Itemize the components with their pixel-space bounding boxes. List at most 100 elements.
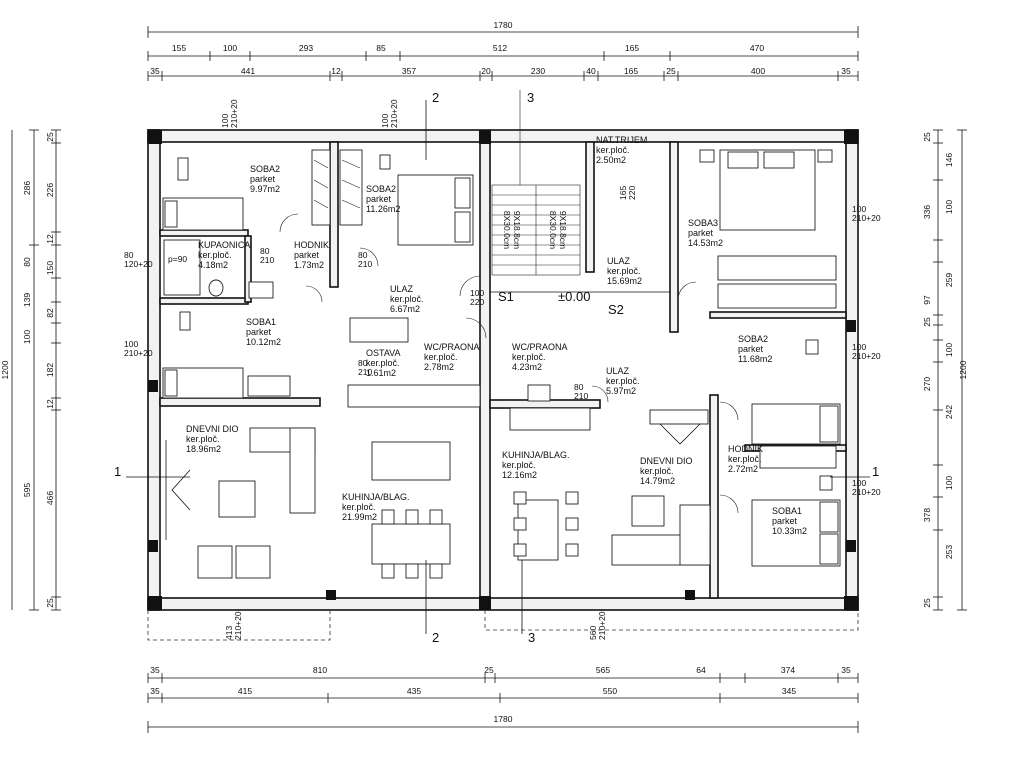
kitchen-island [371,441,451,481]
svg-text:ker.ploč.: ker.ploč. [640,466,674,476]
door-terrace-right: 560210+20 [588,611,607,640]
left-inner-11: 466 [45,491,55,505]
room-dnevni-right: DNEVNI DIO ker.ploč. 14.79m2 [640,456,693,486]
svg-text:ker.ploč.: ker.ploč. [512,352,546,362]
room-dnevni-left: DNEVNI DIO ker.ploč. 18.96m2 [186,424,239,454]
bottom-dim-5: 64 [696,665,706,675]
room-nat-trijem: NAT.TRIJEM ker.ploč. 2.50m2 [596,135,647,165]
svg-text:21.99m2: 21.99m2 [342,512,377,522]
svg-text:ULAZ: ULAZ [606,366,630,376]
room-wc-right: WC/PRAONA ker.ploč. 4.23m2 [512,342,568,372]
svg-text:10.12m2: 10.12m2 [246,337,281,347]
svg-text:2.50m2: 2.50m2 [596,155,626,165]
room-labels: SOBA2 parket 9.97m2 SOBA2 parket 11.26m2… [186,135,807,536]
bottom-dim-1: 35 [150,665,160,675]
bottom-dim2-2: 415 [238,686,252,696]
svg-text:15.69m2: 15.69m2 [607,276,642,286]
svg-text:2.78m2: 2.78m2 [424,362,454,372]
door-terrace-left: 413210+20 [224,611,243,640]
svg-text:ker.ploč.: ker.ploč. [198,250,232,260]
svg-text:4.23m2: 4.23m2 [512,362,542,372]
section-1-right: 1 [872,464,879,479]
svg-text:ker.ploč.: ker.ploč. [424,352,458,362]
right-inner-9: 270 [922,377,932,391]
top-dim2-9: 25 [666,66,676,76]
bottom-dim2-5: 345 [782,686,796,696]
stair-spec-3: 9X18.8cm [558,211,568,249]
svg-text:SOBA2: SOBA2 [250,164,280,174]
door-swings [279,213,739,514]
left-inner-7: 82 [45,308,55,318]
svg-text:12.16m2: 12.16m2 [502,470,537,480]
top-dim2-11: 35 [841,66,851,76]
svg-text:ker.ploč.: ker.ploč. [596,145,630,155]
svg-text:18.96m2: 18.96m2 [186,444,221,454]
svg-text:SOBA3: SOBA3 [688,218,718,228]
svg-text:ULAZ: ULAZ [607,256,631,266]
right-inner-2: 146 [944,153,954,167]
left-inner-2: 226 [45,183,55,197]
bottom-dim-6: 374 [781,665,795,675]
bottom-dim-3: 25 [484,665,494,675]
svg-text:NAT.TRIJEM: NAT.TRIJEM [596,135,647,145]
left-dimensions: 1200 286 595 25 226 12 80 150 139 82 100… [0,129,61,611]
svg-text:HODNIK: HODNIK [728,444,763,454]
left-inner-10: 12 [45,399,55,409]
right-inner-5: 259 [944,273,954,287]
room-ulaz-left: ULAZ ker.ploč. 6.67m2 [390,284,424,314]
room-kuhinja-left: KUHINJA/BLAG. ker.ploč. 21.99m2 [342,492,410,522]
left-outer-1: 286 [22,181,32,195]
wardrobe-soba3 [717,255,837,281]
top-dim-7: 470 [750,43,764,53]
ostava-shelves [349,317,409,343]
room-hodnik-left: HODNIK parket 1.73m2 [294,240,329,270]
svg-text:ULAZ: ULAZ [390,284,414,294]
bottom-dim-4: 565 [596,665,610,675]
svg-text:4.18m2: 4.18m2 [198,260,228,270]
room-soba3: SOBA3 parket 14.53m2 [688,218,723,248]
section-2-bottom: 2 [432,630,439,645]
section-3-bottom: 3 [528,630,535,645]
svg-text:parket: parket [366,194,392,204]
svg-text:KUHINJA/BLAG.: KUHINJA/BLAG. [502,450,570,460]
svg-text:HODNIK: HODNIK [294,240,329,250]
svg-text:SOBA2: SOBA2 [366,184,396,194]
svg-text:parket: parket [772,516,798,526]
window-soba2-left: 100210+20 [220,99,239,128]
svg-text:KUHINJA/BLAG.: KUHINJA/BLAG. [342,492,410,502]
top-dim-3: 293 [299,43,313,53]
top-dim2-7: 40 [586,66,596,76]
bottom-dim2-3: 435 [407,686,421,696]
top-dim-5: 512 [493,43,507,53]
right-inner-11: 100 [944,476,954,490]
shower-label: p=90 [168,254,187,264]
svg-text:ker.ploč.: ker.ploč. [186,434,220,444]
top-dim-6: 165 [625,43,639,53]
section-markers: 1 1 2 2 3 3 [114,90,879,645]
svg-text:ker.ploč.: ker.ploč. [366,358,400,368]
top-dim2-3: 12 [331,66,341,76]
svg-text:ker.ploč.: ker.ploč. [728,454,762,464]
left-inner-9: 182 [45,363,55,377]
top-dim-1: 155 [172,43,186,53]
bottom-dim2-1: 35 [150,686,160,696]
section-2-top: 2 [432,90,439,105]
svg-text:9.97m2: 9.97m2 [250,184,280,194]
top-dimensions: 1780 155 100 293 85 512 165 470 35 441 1… [147,20,859,81]
svg-text:ker.ploč.: ker.ploč. [342,502,376,512]
top-dim2-6: 230 [531,66,545,76]
svg-text:parket: parket [250,174,276,184]
right-inner-8: 100 [944,343,954,357]
svg-text:14.79m2: 14.79m2 [640,476,675,486]
top-dim2-4: 357 [402,66,416,76]
stair-spec-2: 8X30.0cm [502,211,512,249]
svg-text:11.26m2: 11.26m2 [366,204,400,214]
top-dim-4: 85 [376,43,386,53]
